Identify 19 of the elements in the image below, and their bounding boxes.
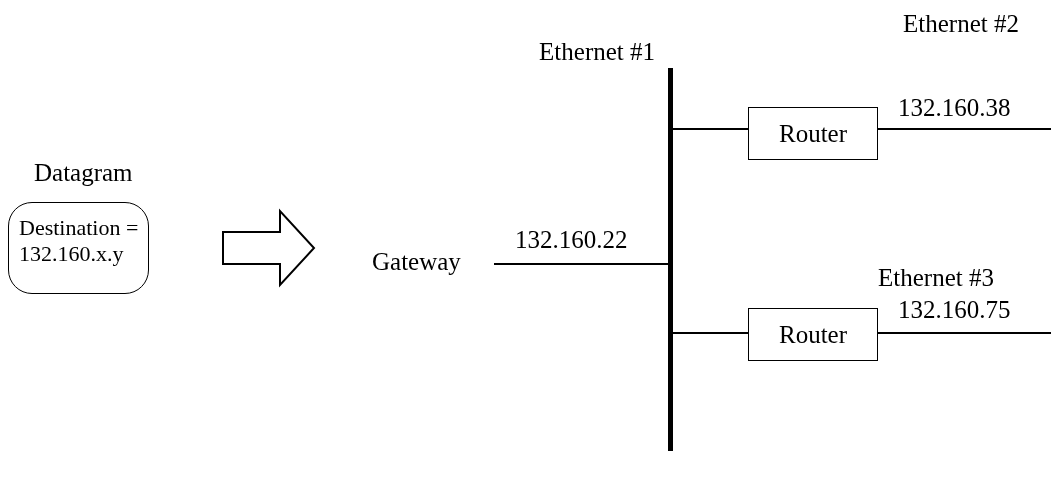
block-arrow (222, 208, 316, 288)
network-link (672, 128, 749, 130)
network-link (877, 332, 1051, 334)
network-label: Ethernet #2 (903, 10, 1019, 38)
network-link (672, 332, 749, 334)
bus-label: Ethernet #1 (539, 38, 655, 66)
edge-label: 132.160.75 (898, 296, 1011, 324)
router-label: Router (778, 320, 847, 349)
box-heading: Datagram (34, 159, 133, 187)
network-link (493, 263, 669, 265)
edge-label: 132.160.22 (515, 226, 628, 254)
router-label: Router (778, 119, 847, 148)
edge-label: 132.160.38 (898, 94, 1011, 122)
network-label: Ethernet #3 (878, 264, 994, 292)
router-box (748, 107, 878, 160)
router-box (748, 308, 878, 361)
network-link (877, 128, 1051, 130)
destination-text: Destination = 132.160.x.y (19, 215, 140, 268)
gateway-label: Gateway (372, 248, 461, 275)
